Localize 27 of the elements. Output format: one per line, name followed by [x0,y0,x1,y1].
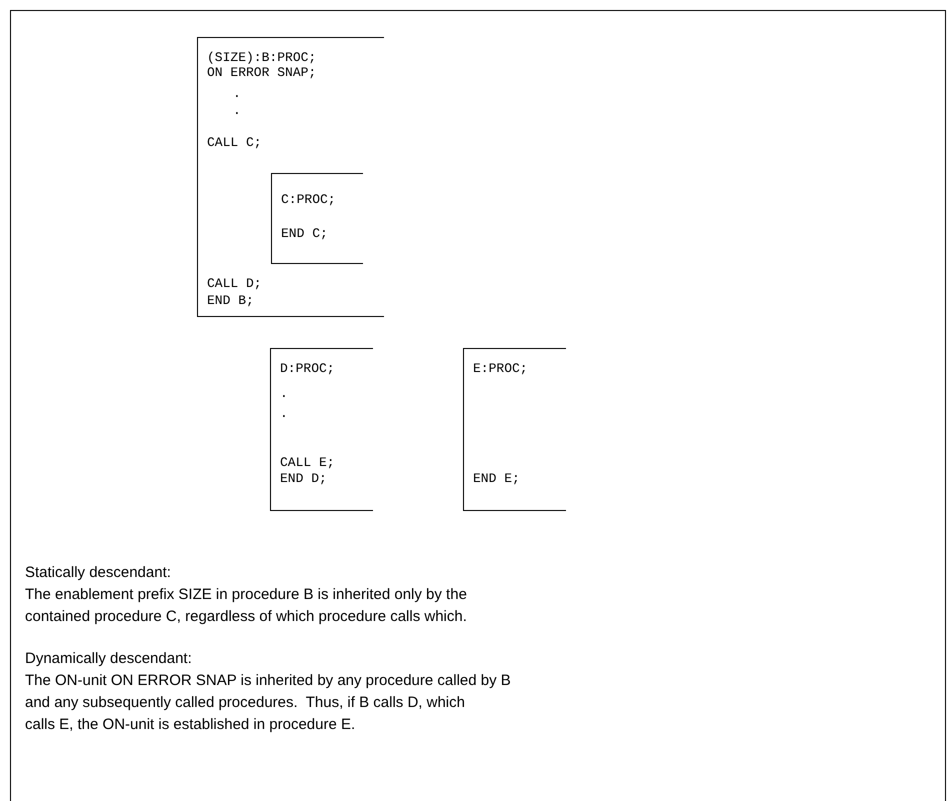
code-line: CALL C; [207,135,262,151]
code-line: END D; [280,471,327,487]
description-text: Statically descendant: [25,563,171,583]
description-text: Dynamically descendant: [25,649,192,669]
code-line: (SIZE):B:PROC; [207,50,316,66]
code-line: . [233,86,241,102]
procedure-block [270,348,373,511]
code-line: ON ERROR SNAP; [207,65,316,81]
description-text: contained procedure C, regardless of which procedure calls which. [25,607,467,627]
description-text: The enablement prefix SIZE in procedure B is inherited only by the [25,585,467,605]
code-line: CALL E; [280,455,335,471]
code-line: END C; [281,226,328,242]
procedure-block [463,348,566,511]
code-line: . [233,103,241,119]
code-line: CALL D; [207,276,262,292]
description-text: calls E, the ON-unit is established in procedure E. [25,715,356,735]
code-line: END E; [473,471,520,487]
code-line: D:PROC; [280,361,335,377]
description-text: and any subsequently called procedures. Thus, if B calls D, which [25,693,465,713]
code-line: . [280,386,288,402]
description-text: The ON-unit ON ERROR SNAP is inherited by any procedure called by B [25,671,511,691]
code-line: C:PROC; [281,192,336,208]
code-line: END B; [207,293,254,309]
procedure-block [197,37,384,317]
code-line: E:PROC; [473,361,528,377]
code-line: . [280,406,288,422]
procedure-block [271,173,363,264]
